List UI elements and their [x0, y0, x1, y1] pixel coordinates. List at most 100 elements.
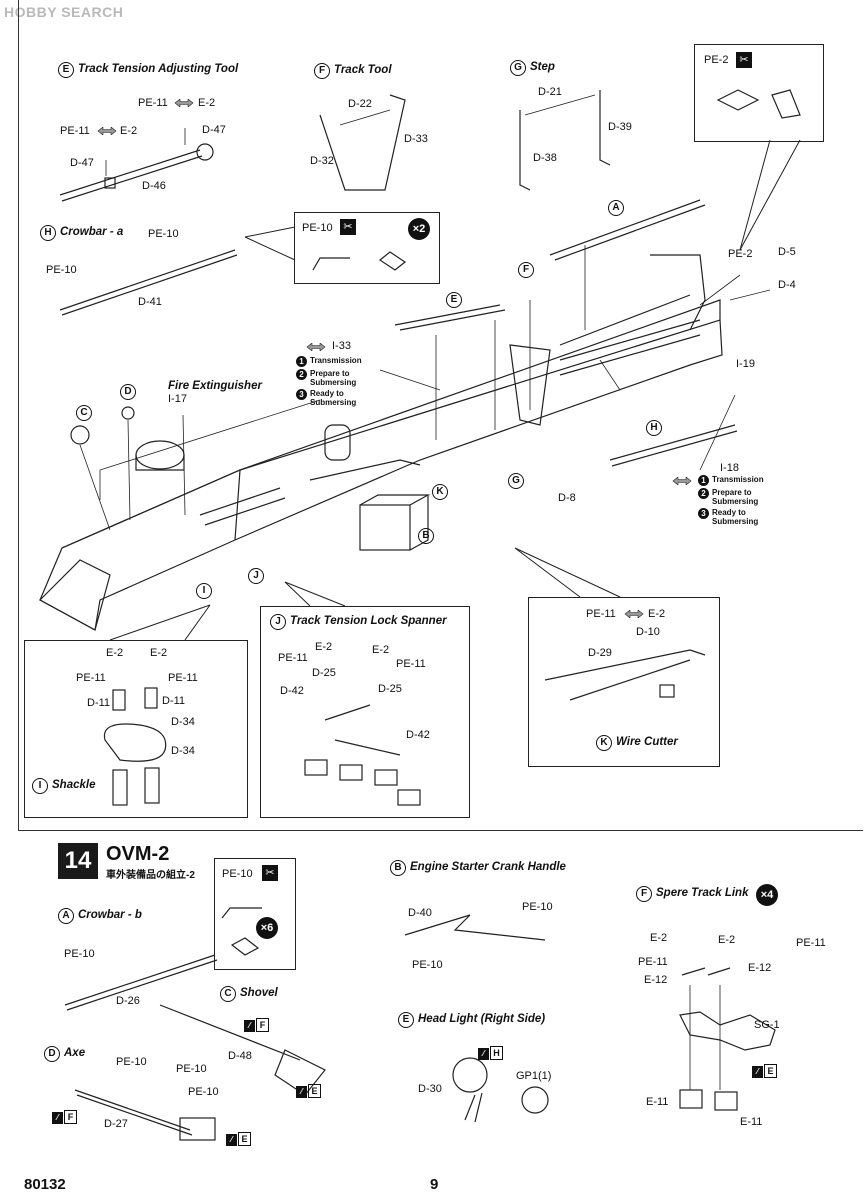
part-label: E-2 — [198, 97, 216, 109]
part-label: D-4 — [778, 279, 796, 291]
part-label: E-2 — [150, 647, 168, 659]
paint-code-e: ⁄E — [752, 1064, 777, 1078]
part-label: D-10 — [636, 626, 660, 638]
part-label: E-2 — [106, 647, 124, 659]
callout-j: J — [248, 568, 264, 584]
pe2-shapes — [716, 89, 801, 119]
double-arrow-icon — [672, 477, 692, 485]
headlight-shape — [452, 1057, 488, 1093]
track-tool-hull — [509, 344, 551, 426]
part-label: GP1(1) — [516, 1070, 552, 1082]
pe10-x2-detail-box — [294, 212, 440, 284]
part-label: PE-10 — [116, 1056, 147, 1068]
part-label: D-39 — [608, 121, 632, 133]
hull-top-edge — [61, 299, 721, 549]
part-label: PE-10 — [148, 228, 179, 240]
part-label: E-2 — [648, 608, 666, 620]
box-b-shape — [359, 504, 411, 551]
step-number: 14 — [58, 843, 98, 879]
crowbar-e-hull — [394, 304, 506, 331]
double-arrow-icon — [174, 99, 194, 107]
paint-code-e: ⁄E — [296, 1084, 321, 1098]
part-label: D-27 — [104, 1118, 128, 1130]
part-label: E-2 — [718, 934, 736, 946]
part-label: PE-11 — [60, 125, 90, 137]
quantity-badge: ×6 — [256, 917, 278, 939]
frame-left-line — [18, 0, 19, 830]
mudflap — [39, 559, 111, 631]
shovel-shaft — [159, 1004, 301, 1061]
cutter-tool-icon: ✂ — [736, 52, 752, 68]
step-shape — [519, 90, 611, 191]
step-title: OVM-2 — [106, 843, 170, 865]
part-label: D-26 — [116, 995, 140, 1007]
part-label: D-25 — [312, 667, 336, 679]
part-label: D-22 — [348, 98, 372, 110]
part-label: E-12 — [644, 974, 668, 986]
shackle-shape — [103, 723, 167, 762]
part-label: PE-10 — [412, 959, 443, 971]
double-arrow-icon — [624, 610, 644, 618]
axe-shaft — [74, 1089, 193, 1136]
pe10-label: PE-10 — [302, 222, 333, 234]
shackle-detail-box — [24, 640, 248, 818]
product-code: 80132 — [24, 1176, 66, 1193]
part-label: D-30 — [418, 1083, 442, 1095]
callout-b: B — [418, 528, 434, 544]
part-label: I-18 — [720, 462, 739, 474]
part-label: E-2 — [650, 932, 668, 944]
track-link-shape — [679, 1011, 776, 1051]
part-label: D-47 — [202, 124, 226, 136]
part-label: D-40 — [408, 907, 432, 919]
axe-head — [179, 1117, 216, 1141]
part-label: E-12 — [748, 962, 772, 974]
fire-extinguisher-shape — [135, 440, 185, 470]
pe2-detail-box — [694, 44, 824, 142]
part-label: PE-11 — [586, 608, 616, 620]
spanner-shapes — [324, 704, 401, 756]
crowbar-b-shape — [64, 954, 218, 1011]
part-label: PE-11 — [168, 672, 198, 684]
part-label: D-11 — [162, 695, 186, 707]
part-label: PE-10 — [176, 1063, 207, 1075]
double-arrow-icon — [97, 127, 117, 135]
pe10-x6-shapes — [221, 907, 262, 956]
pe2-label: PE-2 — [704, 54, 729, 66]
crowbar-a-hull — [549, 199, 706, 261]
part-label: PE-11 — [76, 672, 106, 684]
part-label: PE-10 — [64, 948, 95, 960]
step-subtitle: 車外装備品の組立-2 — [106, 870, 195, 881]
part-label: E-11 — [646, 1096, 669, 1108]
crank-shape — [404, 914, 546, 941]
part-label: I-19 — [736, 358, 755, 370]
lens-shape — [521, 1086, 549, 1114]
part-label: D-34 — [171, 745, 195, 757]
part-label: SG-1 — [754, 1019, 780, 1031]
part-label: E-11 — [740, 1116, 763, 1128]
callout-i: I — [196, 583, 212, 599]
pe10-label: PE-10 — [222, 868, 253, 880]
part-label: D-5 — [778, 246, 796, 258]
part-label: D-32 — [310, 155, 334, 167]
callout-c: C — [76, 405, 92, 421]
light-d-shape — [121, 406, 135, 420]
step-divider — [18, 830, 863, 831]
jack-can-shape — [324, 424, 351, 461]
paint-code-f: ⁄F — [52, 1110, 77, 1124]
part-label: PE-10 — [188, 1086, 219, 1098]
lock-spanner-detail-box — [260, 606, 470, 818]
part-label: D-21 — [538, 86, 562, 98]
headlight-c-shape — [70, 425, 90, 445]
callout-d: D — [120, 384, 136, 400]
part-label: D-11 — [87, 697, 111, 709]
paint-code-h: ⁄H — [478, 1046, 503, 1060]
